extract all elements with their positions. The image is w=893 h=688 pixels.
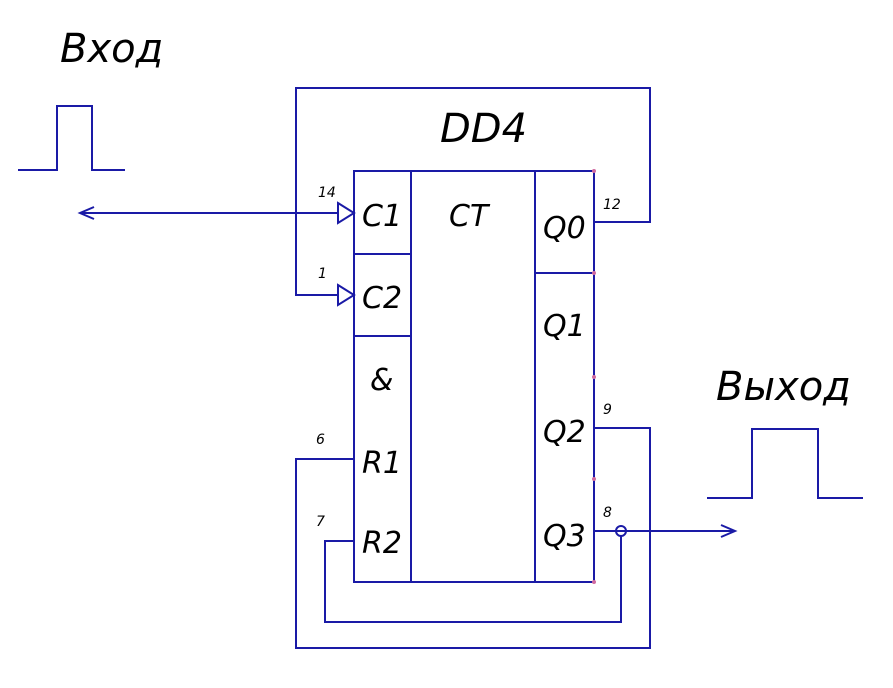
- pin-q0-number: 12: [603, 197, 621, 213]
- c2-clock-triangle-icon: [337, 283, 356, 307]
- pin-q1-label: Q1: [543, 309, 586, 344]
- pin-r1-number: 6: [316, 432, 325, 448]
- chip-designator: DD4: [440, 106, 527, 152]
- pin-c1-number: 14: [318, 185, 336, 201]
- pin-q3-number: 8: [603, 505, 612, 521]
- chip-function: CT: [449, 199, 491, 234]
- input-pulse: [18, 105, 125, 171]
- pin-c2-number: 1: [318, 266, 327, 282]
- output-label: Выход: [716, 364, 851, 410]
- output-arrow-icon: [720, 524, 738, 538]
- q0-to-c2-wire: [295, 87, 651, 296]
- pin-r2-number: 7: [316, 514, 325, 530]
- q3-to-r2-wire: [324, 536, 622, 623]
- pin-r1-label: R1: [362, 446, 402, 481]
- output-pulse: [707, 428, 863, 499]
- pin-r2-label: R2: [362, 526, 402, 561]
- pin-q2-label: Q2: [543, 415, 586, 450]
- pin-c2-label: C2: [362, 281, 402, 316]
- q2-to-r1-wire: [295, 427, 651, 649]
- pin-c1-label: C1: [362, 199, 402, 234]
- pin-q2-number: 9: [603, 402, 612, 418]
- c1-clock-triangle-icon: [337, 201, 356, 225]
- pin-and-label: &: [370, 363, 393, 398]
- input-arrow-icon: [77, 206, 95, 220]
- input-label: Вход: [60, 26, 163, 72]
- pin-q3-label: Q3: [543, 519, 586, 554]
- pin-q0-label: Q0: [543, 211, 586, 246]
